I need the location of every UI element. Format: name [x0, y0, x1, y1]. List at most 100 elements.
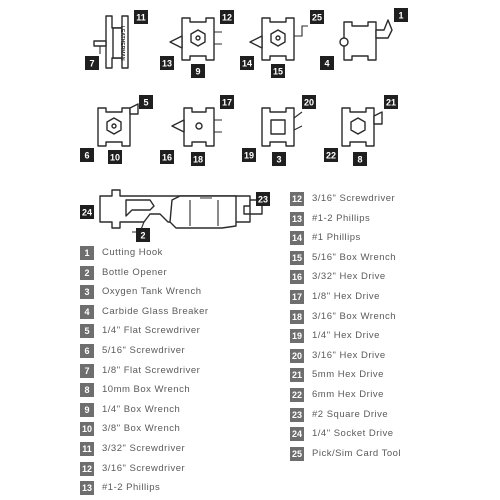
legend-label: 5mm Hex Drive	[312, 369, 384, 381]
callout-15: 15	[271, 64, 285, 78]
callout-18: 18	[191, 152, 205, 166]
tool-view-box-wrench-b	[249, 17, 308, 61]
legend-number: 13	[80, 481, 94, 496]
legend-label: 3/16" Screwdriver	[312, 193, 396, 204]
legend-item: 4 Carbide Glass Breaker	[80, 304, 320, 319]
tool-view-oxygen-wrench	[261, 107, 303, 147]
svg-text:17: 17	[222, 98, 232, 108]
legend-item: 21 5mm Hex Drive	[290, 368, 500, 383]
legend-number: 9	[80, 402, 94, 417]
tool-view-box-wrench-a	[169, 17, 222, 61]
svg-text:8: 8	[357, 155, 362, 165]
svg-text:23: 23	[258, 195, 268, 205]
legend-number: 2	[80, 265, 94, 280]
legend-label: Cutting Hook	[102, 247, 163, 258]
legend-item: 12 3/16" Screwdriver	[290, 192, 500, 206]
svg-text:9: 9	[195, 67, 200, 77]
legend-label: 1/4" Hex Drive	[312, 330, 380, 342]
svg-text:4: 4	[324, 59, 329, 69]
svg-text:20: 20	[304, 98, 314, 108]
svg-text:5: 5	[143, 98, 148, 108]
callout-9: 9	[191, 64, 205, 78]
tool-view-box-wrench-c	[341, 107, 383, 147]
svg-text:16: 16	[162, 153, 172, 163]
svg-text:24: 24	[82, 208, 92, 218]
svg-text:19: 19	[244, 151, 254, 161]
legend-number: 20	[290, 348, 304, 363]
tool-view-side-branded: LEATHERMAN	[93, 15, 129, 69]
legend-number: 14	[290, 231, 304, 246]
legend-item: 1 Cutting Hook	[80, 246, 320, 260]
legend-number: 13	[290, 211, 304, 226]
legend-number: 7	[80, 363, 94, 378]
callout-4: 4	[320, 56, 334, 70]
legend-number: 21	[290, 368, 304, 383]
legend-number: 19	[290, 329, 304, 344]
legend-number: 18	[290, 309, 304, 324]
callout-6: 6	[80, 148, 94, 162]
svg-text:3: 3	[276, 155, 281, 165]
legend-number: 22	[290, 388, 304, 402]
legend-number: 12	[290, 192, 304, 206]
callout-22: 22	[324, 148, 338, 162]
legend-item: 2 Bottle Opener	[80, 265, 320, 280]
svg-text:15: 15	[273, 67, 283, 77]
svg-text:2: 2	[140, 231, 145, 241]
legend-item: 10 3/8" Box Wrench	[80, 422, 320, 437]
legend-label: 5/16" Box Wrench	[312, 251, 397, 263]
legend-label: #1-2 Phillips	[312, 212, 371, 224]
legend-label: 1/4" Flat Screwdriver	[102, 325, 201, 337]
legend-label: Bottle Opener	[102, 266, 168, 278]
legend-number: 3	[80, 285, 94, 300]
tool-view-cutting-hook	[339, 19, 393, 61]
svg-text:14: 14	[242, 59, 252, 69]
callout-17: 17	[220, 95, 234, 109]
svg-text:7: 7	[89, 59, 94, 69]
legend-label: 10mm Box Wrench	[102, 384, 191, 396]
legend-label: #1 Phillips	[312, 232, 361, 244]
callout-14: 14	[240, 56, 254, 70]
legend-item: 12 3/16" Screwdriver	[80, 461, 320, 476]
legend-label: 1/4" Socket Drive	[312, 428, 394, 440]
legend-number: 4	[80, 304, 94, 319]
legend-label: 3/8" Box Wrench	[102, 423, 181, 435]
callout-11: 11	[134, 10, 148, 24]
svg-text:11: 11	[136, 13, 146, 23]
legend-label: 3/16" Screwdriver	[102, 462, 186, 474]
tool-view-long-side	[99, 189, 263, 233]
legend-number: 6	[80, 344, 94, 358]
callout-24: 24	[80, 205, 94, 219]
legend-label: 3/32" Screwdriver	[102, 443, 186, 454]
svg-text:10: 10	[110, 153, 120, 163]
legend-item: 19 1/4" Hex Drive	[290, 329, 500, 344]
legend-label: #2 Square Drive	[312, 408, 389, 420]
callout-19: 19	[242, 148, 256, 162]
legend-number: 1	[80, 246, 94, 260]
callout-12: 12	[220, 10, 234, 24]
legend-number: 10	[80, 422, 94, 437]
legend-label: 1/8" Hex Drive	[312, 291, 380, 302]
legend-label: 1/4" Box Wrench	[102, 403, 181, 415]
callout-23: 23	[256, 192, 270, 206]
legend-item: 9 1/4" Box Wrench	[80, 402, 320, 417]
legend-item: 23#2 Square Drive	[290, 407, 500, 422]
svg-text:6: 6	[84, 151, 89, 161]
legend-item: 13#1-2 Phillips	[80, 481, 320, 496]
legend-number: 12	[80, 461, 94, 476]
legend-number: 8	[80, 383, 94, 398]
callout-7: 7	[85, 56, 99, 70]
callout-16: 16	[160, 150, 174, 164]
legend-label: Oxygen Tank Wrench	[102, 286, 202, 298]
legend-label: Carbide Glass Breaker	[102, 305, 209, 317]
callout-25: 25	[310, 10, 324, 24]
callout-13: 13	[160, 56, 174, 70]
